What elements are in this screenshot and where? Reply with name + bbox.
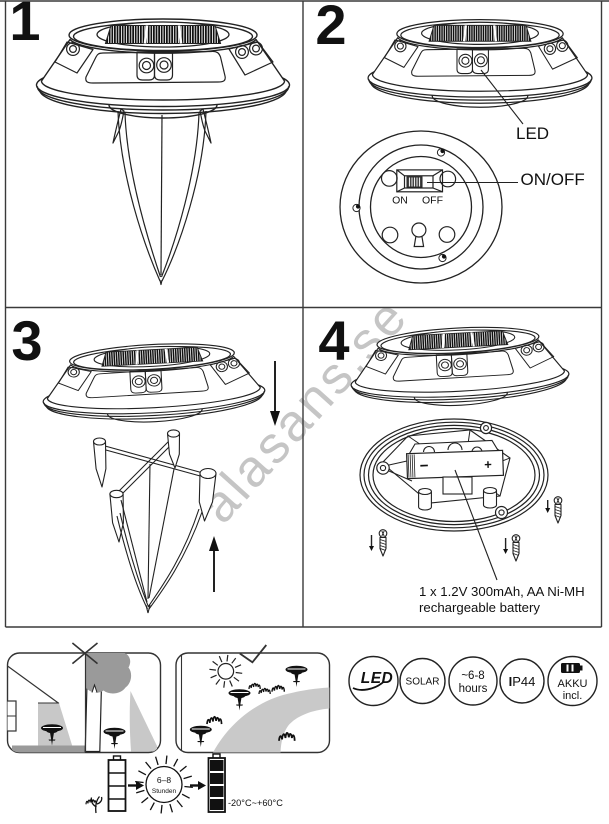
svg-text:hours: hours bbox=[459, 683, 488, 695]
svg-text:−: − bbox=[419, 457, 429, 474]
svg-text:6–8: 6–8 bbox=[157, 775, 171, 785]
svg-text:Stunden: Stunden bbox=[152, 788, 177, 795]
svg-text:1 x 1.2V 300mAh, AA Ni-MH: 1 x 1.2V 300mAh, AA Ni-MH bbox=[419, 584, 585, 599]
svg-text:+: + bbox=[484, 457, 493, 472]
svg-text:4: 4 bbox=[318, 309, 349, 372]
svg-text:~6-8: ~6-8 bbox=[461, 670, 484, 682]
svg-text:incl.: incl. bbox=[563, 690, 583, 702]
svg-text:ON/OFF: ON/OFF bbox=[521, 170, 585, 189]
svg-text:3: 3 bbox=[11, 309, 42, 372]
svg-text:2: 2 bbox=[315, 0, 346, 56]
svg-text:LED: LED bbox=[516, 124, 549, 143]
svg-text:rechargeable battery: rechargeable battery bbox=[419, 600, 540, 615]
svg-text:SOLAR: SOLAR bbox=[406, 677, 440, 688]
svg-text:ON: ON bbox=[392, 195, 408, 207]
svg-text:1: 1 bbox=[9, 0, 40, 52]
svg-text:LED: LED bbox=[361, 670, 394, 687]
svg-text:-20°C~+60°C: -20°C~+60°C bbox=[228, 798, 283, 808]
svg-text:AKKU: AKKU bbox=[558, 678, 588, 690]
svg-text:IP44: IP44 bbox=[509, 674, 536, 689]
svg-text:OFF: OFF bbox=[422, 195, 443, 207]
